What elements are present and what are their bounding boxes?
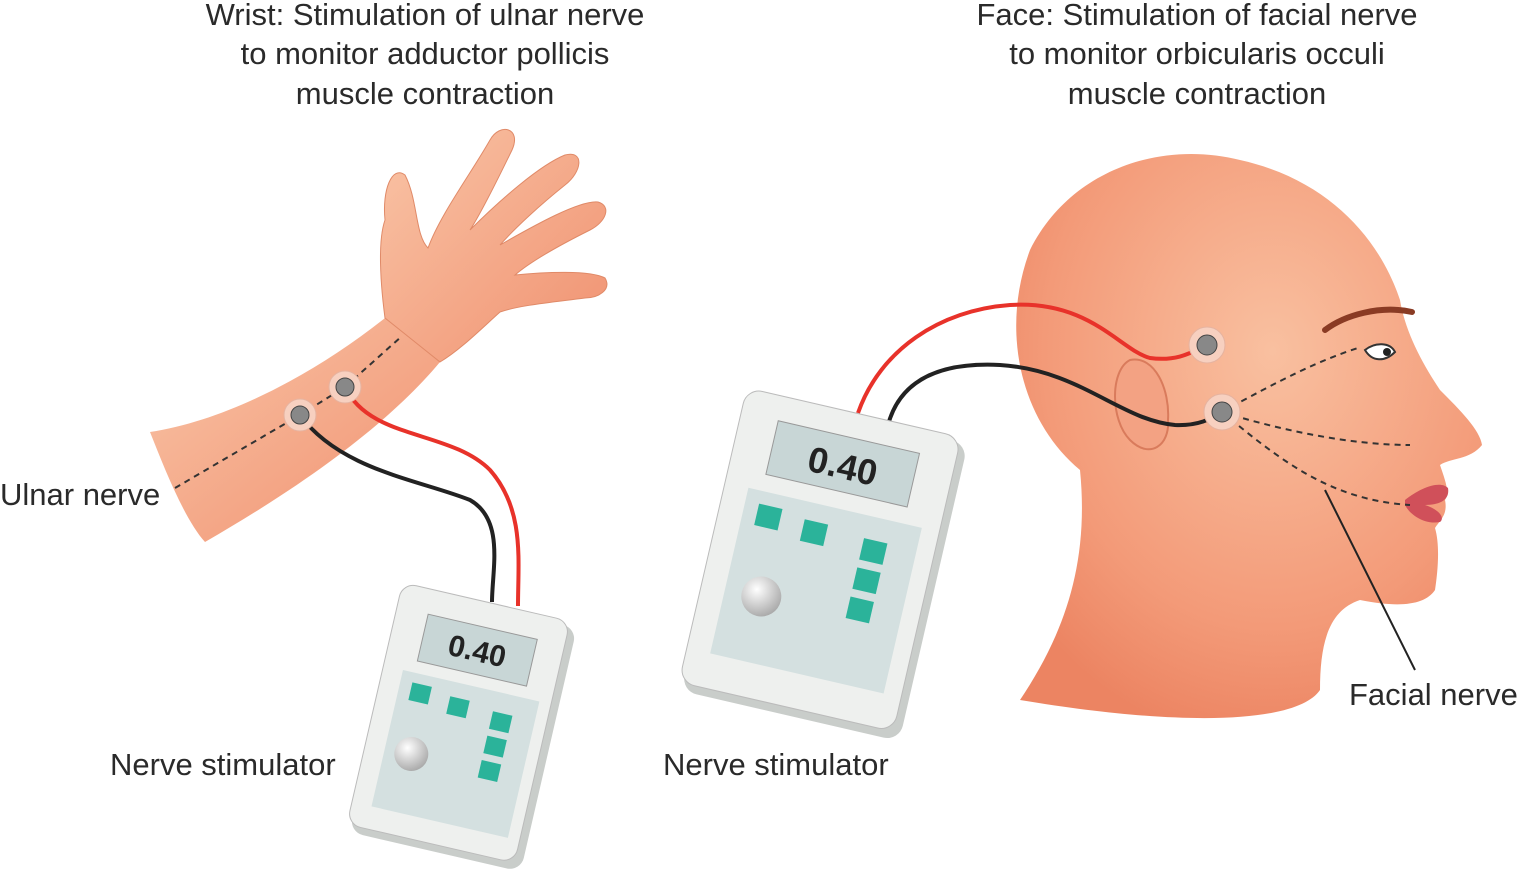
wrist-title: Wrist: Stimulation of ulnar nerve to mon… — [206, 0, 645, 111]
control-button[interactable] — [845, 596, 874, 624]
ear — [1114, 358, 1170, 451]
dial-knob[interactable] — [391, 734, 432, 775]
arm-illustration — [150, 129, 608, 542]
ulnar-nerve-path — [174, 335, 403, 489]
control-button[interactable] — [488, 711, 513, 734]
facial-nerve-leader-line — [1324, 489, 1416, 671]
wire-black-face — [886, 362, 1224, 428]
wire-black-wrist — [298, 413, 497, 603]
control-button[interactable] — [799, 519, 829, 547]
eyebrow — [1322, 306, 1415, 333]
control-button[interactable] — [408, 682, 432, 705]
wrist-stimulator-label: Nerve stimulator — [110, 747, 336, 782]
nerve-stimulator-face: 0.40 — [681, 390, 965, 739]
svg-text:to monitor adductor pollicis: to monitor adductor pollicis — [241, 36, 610, 71]
electrode-wrist-1 — [283, 398, 317, 432]
svg-text:Wrist: Stimulation of ulnar ne: Wrist: Stimulation of ulnar nerve — [206, 0, 645, 32]
ulnar-nerve-label: Ulnar nerve — [0, 477, 160, 512]
control-button[interactable] — [483, 735, 507, 758]
svg-text:muscle contraction: muscle contraction — [1068, 76, 1326, 111]
control-button[interactable] — [477, 759, 502, 783]
facial-nerve-label: Facial nerve — [1349, 677, 1518, 712]
svg-text:muscle contraction: muscle contraction — [296, 76, 554, 111]
control-button[interactable] — [859, 538, 888, 565]
svg-text:to monitor orbicularis occuli: to monitor orbicularis occuli — [1009, 36, 1385, 71]
electrode-face-1 — [1188, 326, 1226, 364]
control-button[interactable] — [446, 696, 470, 719]
wire-red-face — [856, 302, 1208, 414]
wire-red-wrist — [343, 386, 521, 607]
control-button[interactable] — [852, 567, 881, 595]
control-button[interactable] — [754, 503, 783, 531]
head-illustration — [1016, 154, 1482, 719]
face-title: Face: Stimulation of facial nerve to mon… — [976, 0, 1417, 111]
electrode-face-2 — [1203, 393, 1241, 431]
display-screen — [765, 420, 921, 508]
electrode-wrist-2 — [328, 370, 362, 404]
face-stimulator-label: Nerve stimulator — [663, 747, 889, 782]
hand — [380, 129, 608, 363]
nerve-stimulator-wrist: 0.40 — [349, 584, 575, 869]
dial-knob[interactable] — [737, 572, 785, 620]
svg-text:Face: Stimulation of facial ne: Face: Stimulation of facial nerve — [976, 0, 1417, 32]
lips — [1405, 484, 1449, 523]
display-screen — [416, 613, 538, 687]
